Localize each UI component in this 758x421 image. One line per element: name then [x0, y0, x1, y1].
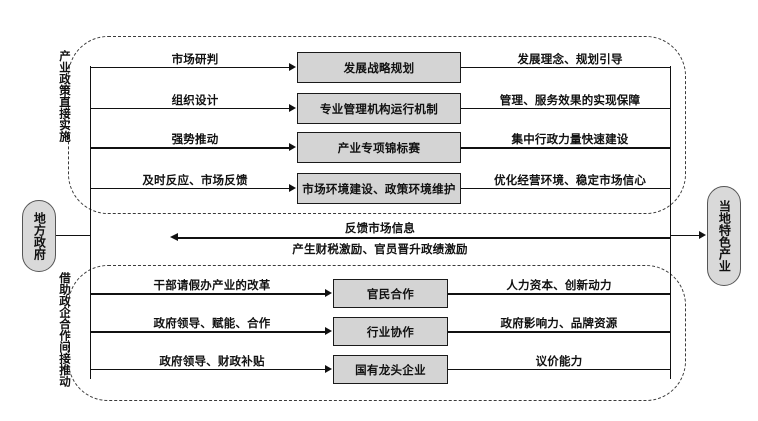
right-bus-line	[670, 66, 672, 379]
right-actor-arrowhead-icon	[699, 231, 706, 239]
indirect-row-3-output-line	[448, 369, 671, 371]
direct-row-1-node[interactable]: 发展战略规划	[297, 52, 461, 83]
indirect-row-2-input-arrowhead-icon	[325, 327, 332, 335]
direct-row-4-output-label: 优化经营环境、稳定市场信心	[493, 173, 647, 187]
left-bus-line	[90, 66, 92, 379]
actor-local-government-label: 地方政府	[32, 212, 47, 260]
right-actor-connector	[670, 235, 700, 237]
direct-row-1-output-line	[461, 67, 671, 69]
indirect-row-3-input-arrowhead-icon	[325, 365, 332, 373]
direct-row-1-input-label: 市场研判	[171, 52, 219, 66]
feedback-arrowhead-icon	[170, 233, 178, 241]
direct-row-1-input-line	[90, 67, 290, 69]
indirect-row-2-output-line	[448, 331, 671, 334]
indirect-row-2-node[interactable]: 行业协作	[333, 317, 448, 346]
indirect-row-1-node[interactable]: 官民合作	[333, 279, 448, 308]
direct-row-2-input-line	[90, 108, 290, 110]
direct-row-3-output-label: 集中行政力量快速建设	[511, 132, 629, 146]
direct-row-4-input-arrowhead-icon	[289, 184, 296, 192]
indirect-row-2-input-line	[90, 331, 326, 334]
direct-row-4-node[interactable]: 市场环境建设、政策环境维护	[297, 173, 461, 204]
direct-row-3-output-line	[461, 147, 671, 150]
group-direct-implementation	[68, 36, 686, 214]
left-actor-connector	[56, 235, 91, 237]
feedback-bottom-label: 产生财税激励、官员晋升政绩激励	[292, 242, 468, 256]
direct-row-2-output-label: 管理、服务效果的实现保障	[499, 93, 641, 107]
direct-row-1-input-arrowhead-icon	[289, 63, 296, 71]
actor-local-government[interactable]: 地方政府	[22, 200, 56, 272]
direct-row-2-node[interactable]: 专业管理机构运行机制	[297, 93, 461, 124]
indirect-row-3-input-label: 政府领导、财政补贴	[159, 354, 265, 368]
direct-row-4-input-label: 及时反应、市场反馈	[142, 173, 248, 187]
direct-row-3-input-label: 强势推动	[171, 132, 219, 146]
direct-row-2-output-line	[461, 108, 671, 110]
group-direct-implementation-label: 产业政策直接实施	[57, 50, 72, 142]
feedback-top-label: 反馈市场信息	[344, 221, 416, 235]
indirect-row-1-input-arrowhead-icon	[325, 289, 332, 297]
indirect-row-2-output-label: 政府影响力、品牌资源	[500, 316, 618, 330]
indirect-row-1-output-line	[448, 293, 671, 296]
actor-local-industry-label: 当地特色产业	[717, 200, 732, 272]
indirect-row-3-input-line	[90, 369, 326, 371]
direct-row-3-input-line	[90, 147, 290, 150]
direct-row-2-input-label: 组织设计	[171, 93, 219, 107]
group-indirect-promotion	[68, 265, 686, 401]
direct-row-4-input-line	[90, 188, 290, 190]
indirect-row-1-output-label: 人力资本、创新动力	[506, 278, 612, 292]
actor-local-industry[interactable]: 当地特色产业	[707, 186, 741, 286]
direct-row-3-node[interactable]: 产业专项锦标赛	[297, 132, 461, 163]
indirect-row-3-node[interactable]: 国有龙头企业	[333, 355, 448, 384]
group-indirect-promotion-label: 借助政企合作间接推动	[57, 272, 72, 387]
feedback-line	[178, 237, 670, 240]
indirect-row-2-input-label: 政府领导、赋能、合作	[153, 316, 271, 330]
direct-row-4-output-line	[461, 188, 671, 190]
direct-row-2-input-arrowhead-icon	[289, 104, 296, 112]
direct-row-3-input-arrowhead-icon	[289, 143, 296, 151]
indirect-row-3-output-label: 议价能力	[535, 354, 583, 368]
indirect-row-1-input-label: 干部请假办产业的改革	[153, 278, 271, 292]
direct-row-1-output-label: 发展理念、规划引导	[517, 52, 623, 66]
indirect-row-1-input-line	[90, 293, 326, 296]
